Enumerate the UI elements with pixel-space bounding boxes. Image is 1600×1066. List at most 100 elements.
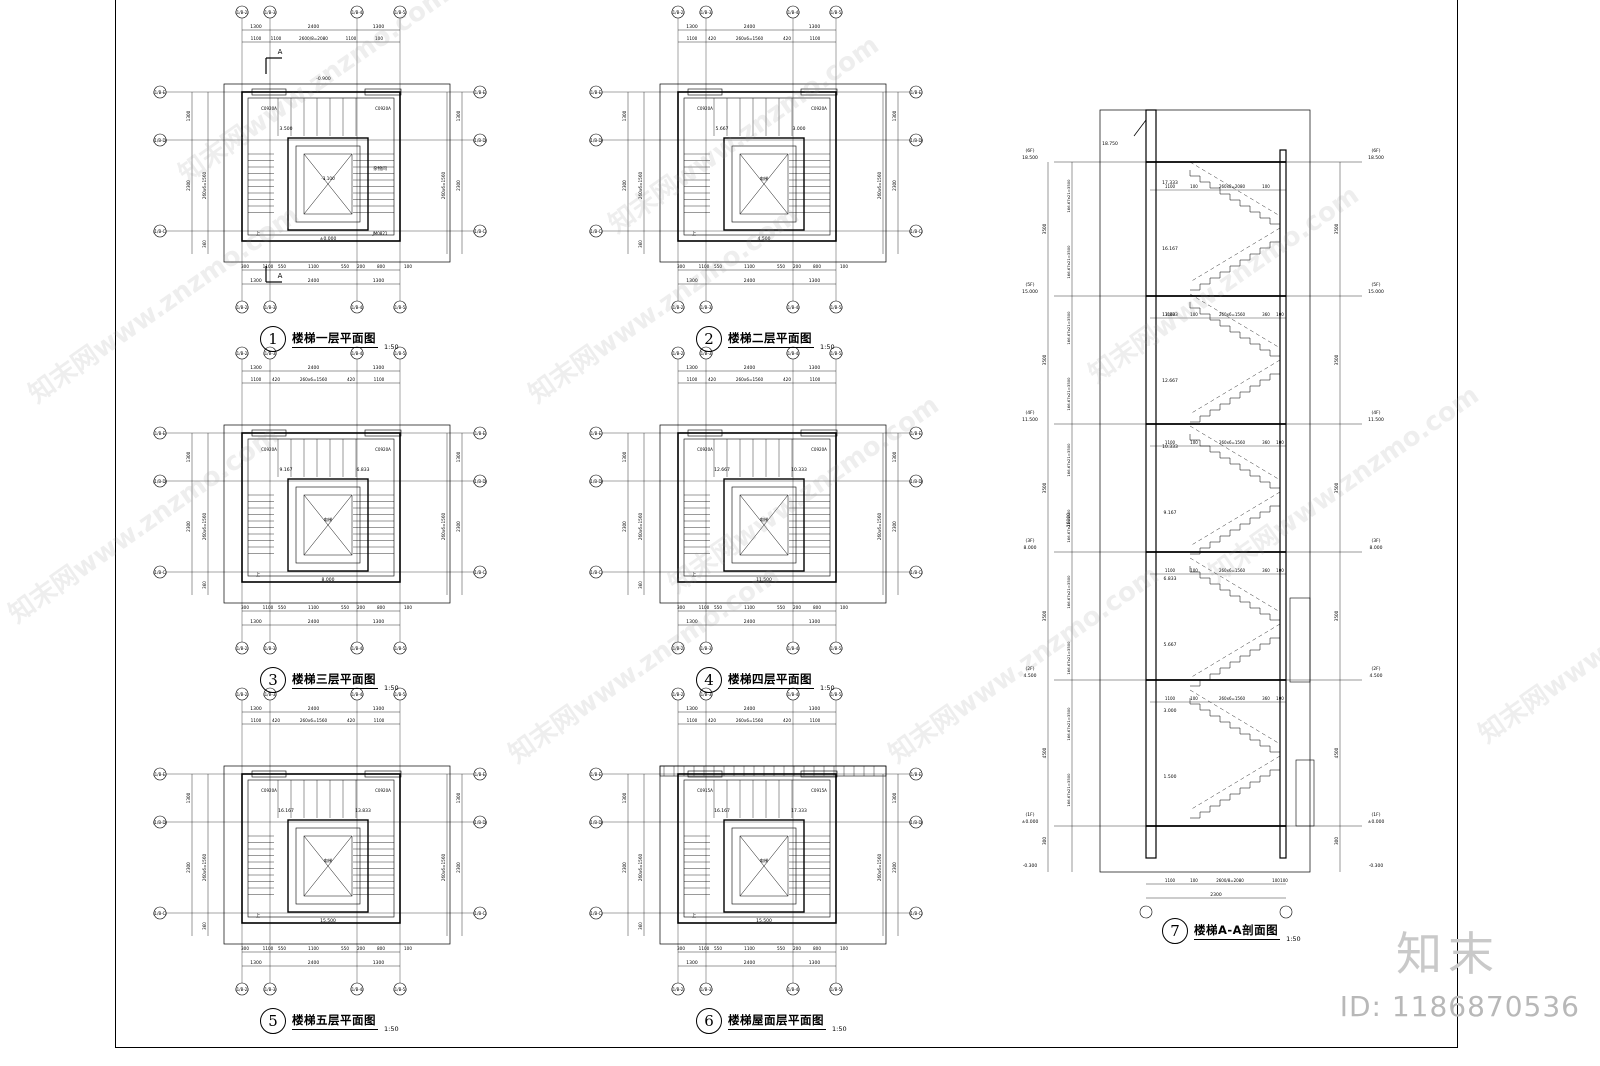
drawing-number: 7 — [1162, 918, 1188, 944]
dimension-text: 260x6=1560 — [1219, 440, 1246, 445]
level-value: 8.000 — [1024, 545, 1037, 551]
dimension-text: 1100 — [744, 264, 755, 269]
elevator-cabin — [739, 835, 789, 897]
stair-plan-6: (1/B-2)(1/B-2)(1/B-3)(1/B-3)(1/B-4)(1/B-… — [589, 687, 924, 996]
dimension-text: 260x6=1560 — [736, 718, 764, 723]
level-mark: 11.500 — [756, 577, 772, 583]
dimension-text: 1300 — [622, 110, 627, 121]
elevator-cabin — [303, 153, 353, 215]
axis-label: (1/B-3) — [263, 10, 277, 15]
axis-label: (1/B-4) — [350, 692, 364, 697]
level-name: (4F) — [1026, 410, 1035, 416]
dimension-text: 360 — [202, 240, 207, 248]
dimension-text: 420 — [783, 377, 791, 382]
axis-label: (1/B-D) — [909, 138, 924, 143]
dimension-text: 1300 — [250, 619, 262, 625]
dimension-text: 1300 — [373, 365, 385, 371]
dimension-text: 360 — [638, 240, 643, 248]
stair-wall — [677, 91, 837, 242]
dimension-text: 1300 — [892, 110, 897, 121]
dimension-text: 260x6=1560 — [736, 377, 764, 382]
stair-wall — [241, 432, 401, 583]
dimension-text: 260x6=1560 — [441, 854, 446, 882]
axis-label: (1/B-2) — [671, 10, 685, 15]
axis-label: (1/B-2) — [235, 646, 249, 651]
overall-dimension: 18000 — [1066, 513, 1072, 527]
axis-label: (1/B-5) — [393, 987, 407, 992]
dimension-text: 3500 — [1334, 223, 1339, 234]
axis-label: (1/B-C) — [589, 229, 603, 234]
axis-label: (1/B-E) — [153, 431, 167, 436]
drawing-scale: 1:50 — [384, 343, 399, 351]
handrail — [1189, 689, 1281, 745]
dimension-text: 1300 — [456, 110, 461, 121]
level-value: ±0.000 — [1022, 819, 1039, 825]
axis-label: (1/B-2) — [235, 692, 249, 697]
dimension-text: 100 — [840, 264, 848, 269]
drawing-number: 3 — [260, 667, 286, 693]
dimension-text: 1300 — [686, 960, 698, 966]
dimension-text: 1100 — [346, 36, 357, 41]
dimension-text: 2300 — [186, 862, 191, 873]
elevator-cabin — [739, 494, 789, 556]
dimension-text: 4500 — [1042, 747, 1047, 758]
section-marker-label: A — [278, 48, 283, 56]
window-label: C0920A — [375, 788, 391, 793]
dimension-text: 550 — [714, 605, 722, 610]
axis-label: (1/B-3) — [699, 646, 713, 651]
dimension-text: 1100 — [810, 377, 821, 382]
dimension-text: 1100 — [1165, 878, 1176, 883]
drawing-scale: 1:50 — [820, 684, 835, 692]
plan-outline — [223, 424, 451, 604]
dimension-text: 260x6=1560 — [202, 513, 207, 541]
dimension-text: 360 — [1262, 440, 1270, 445]
level-mark: 18.750 — [1102, 141, 1118, 147]
level-value: 11.500 — [1368, 417, 1384, 423]
axis-label: (1/B-3) — [263, 987, 277, 992]
level-mark: 15.500 — [320, 918, 336, 924]
elevator-cross — [739, 494, 789, 556]
dimension-text: 2300 — [892, 521, 897, 532]
stair-direction-label: 上 — [692, 571, 697, 578]
elevator-car — [295, 486, 361, 564]
flight-label: 166.67x21=3500 — [1066, 311, 1071, 345]
level-mark: -0.900 — [316, 76, 331, 82]
handrail — [1189, 293, 1281, 349]
level-value: 8.000 — [1370, 545, 1383, 551]
dimension-text: 2300 — [186, 521, 191, 532]
dimension-text: 1100 — [810, 36, 821, 41]
axis-bubble — [1279, 905, 1293, 919]
dimension-text: 550 — [341, 264, 349, 269]
dimension-text: 1300 — [250, 706, 262, 712]
dimension-text: 100 — [1190, 696, 1198, 701]
drawing-number: 4 — [696, 667, 722, 693]
dimension-text: 200 — [793, 605, 801, 610]
dimension-text: 1300 — [892, 451, 897, 462]
window — [687, 429, 723, 437]
dimension-text: 100 — [1276, 568, 1284, 573]
window — [364, 429, 402, 437]
axis-label: (1/B-5) — [829, 646, 843, 651]
elevator-label: -3.100 — [321, 176, 335, 181]
dimension-text: 100 — [1272, 878, 1280, 883]
dimension-text: 800 — [813, 946, 821, 951]
roof-tile-strip — [659, 765, 887, 777]
elevator-label: 电梯 — [760, 516, 768, 523]
dimension-text: 360 — [638, 922, 643, 930]
axis-label: (1/B-4) — [786, 987, 800, 992]
stair-inner-wall — [247, 97, 395, 236]
dimension-text: 420 — [347, 718, 355, 723]
dimension-text: 100 — [1262, 184, 1270, 189]
flight-label: 166.67x21=3500 — [1066, 641, 1071, 675]
door — [1295, 759, 1315, 827]
axis-label: (1/B-2) — [671, 646, 685, 651]
window-label: C0920A — [261, 788, 277, 793]
level-mark: 15.500 — [756, 918, 772, 924]
drawing-scale: 1:50 — [1286, 935, 1301, 943]
dimension-text: 260x6=1560 — [638, 513, 643, 541]
dimension-text: 360 — [202, 581, 207, 589]
drawing-title-text: 楼梯二层平面图 — [728, 330, 814, 348]
dimension-text: 3500 — [1042, 354, 1047, 365]
elevator-cabin — [303, 494, 353, 556]
